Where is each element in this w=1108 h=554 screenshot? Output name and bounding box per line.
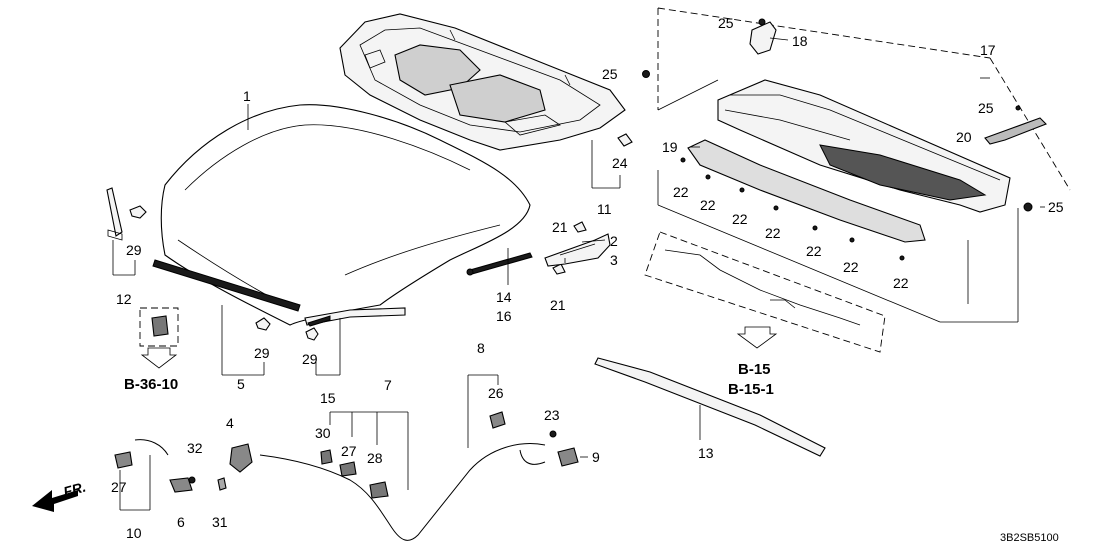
wire-harness-group: [644, 231, 886, 353]
ref-b151-label: B-15-1: [728, 381, 774, 398]
callout-22g: 22: [893, 275, 909, 291]
callout-2: 2: [610, 233, 618, 249]
callout-5: 5: [237, 376, 245, 392]
callout-3: 3: [610, 252, 618, 268]
callout-1: 1: [243, 88, 251, 104]
cowl-seal: [687, 139, 926, 243]
hood-latch: [114, 411, 579, 499]
callout-12: 12: [116, 291, 132, 307]
callout-27b: 27: [341, 443, 357, 459]
cowl-top-cover: [717, 79, 1011, 213]
cowl-bracket: [749, 21, 1047, 145]
callout-29a: 29: [126, 242, 142, 258]
ref-b36-label: B-36-10: [124, 376, 178, 393]
callout-22d: 22: [765, 225, 781, 241]
callout-15: 15: [320, 390, 336, 406]
callout-30: 30: [315, 425, 331, 441]
callout-21b: 21: [550, 297, 566, 313]
hood-seal-rubber: [594, 357, 826, 457]
hood-front-molding: [152, 259, 406, 327]
callout-4: 4: [226, 415, 234, 431]
callout-25b: 25: [602, 66, 618, 82]
callout-labels: 1 2 3 4 5 6 7 8 9 10 11 12 13 14 15 16 1…: [111, 15, 1064, 541]
ref-b15-label: B-15: [738, 361, 771, 378]
callout-26: 26: [488, 385, 504, 401]
callout-29b: 29: [254, 345, 270, 361]
callout-32: 32: [187, 440, 203, 456]
ref-arrow-b15: [736, 326, 778, 349]
callout-21a: 21: [552, 219, 568, 235]
callout-29c: 29: [302, 351, 318, 367]
callout-7: 7: [384, 377, 392, 393]
callout-19: 19: [662, 139, 678, 155]
callout-20: 20: [956, 129, 972, 145]
callout-10: 10: [126, 525, 142, 541]
callout-13: 13: [698, 445, 714, 461]
callout-24: 24: [612, 155, 628, 171]
side-seal-strip: [106, 187, 123, 241]
hood-release-cable: [134, 439, 546, 541]
callout-22b: 22: [700, 197, 716, 213]
callout-23: 23: [544, 407, 560, 423]
front-arrow-icon: [32, 490, 78, 512]
callout-14: 14: [496, 289, 512, 305]
callout-22c: 22: [732, 211, 748, 227]
callout-6: 6: [177, 514, 185, 530]
callout-17: 17: [980, 42, 996, 58]
ref-box-b36: [139, 307, 179, 369]
callout-27a: 27: [111, 479, 127, 495]
callout-25a: 25: [718, 15, 734, 31]
hood-hinge: [544, 233, 611, 267]
callout-22a: 22: [673, 184, 689, 200]
callout-28: 28: [367, 450, 383, 466]
callout-22f: 22: [843, 259, 859, 275]
hood-support-rod: [466, 252, 533, 276]
clip-icon: [129, 205, 319, 341]
diagram-code: 3B2SB5100: [1000, 532, 1059, 544]
front-label: FR.: [62, 479, 88, 500]
callout-22e: 22: [806, 243, 822, 259]
callout-25c: 25: [978, 100, 994, 116]
callout-18: 18: [792, 33, 808, 49]
hood-insulator: [339, 13, 626, 151]
callout-9: 9: [592, 449, 600, 465]
callout-16: 16: [496, 308, 512, 324]
callout-8: 8: [477, 340, 485, 356]
callout-25d: 25: [1048, 199, 1064, 215]
leader-lines: [112, 37, 1045, 511]
fastener-icon: [549, 18, 1033, 438]
callout-31: 31: [212, 514, 228, 530]
callout-11: 11: [597, 201, 612, 217]
